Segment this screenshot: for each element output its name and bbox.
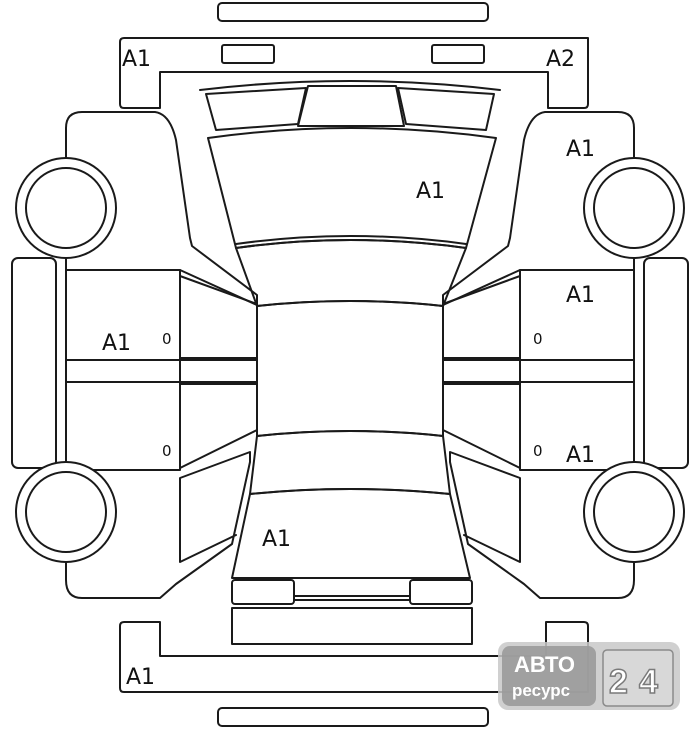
right-step-panel <box>643 257 689 469</box>
left-rear-fender <box>65 451 251 599</box>
right-tail-lamp <box>409 579 473 605</box>
left-door-frame <box>65 269 181 471</box>
code-front-bumper-left: A1 <box>122 47 151 72</box>
grille-center <box>297 85 405 127</box>
right-rear-fender <box>449 451 635 599</box>
mark-right-front-door: 0 <box>533 330 543 348</box>
watermark-digit1: 2 <box>609 663 628 701</box>
rear-panel <box>231 607 473 645</box>
right-sill-line <box>442 359 635 383</box>
code-right-front-door: A1 <box>566 283 595 308</box>
avtoresurs-watermark: АВТО ресурс 2 4 <box>498 642 680 710</box>
right-front-wheel <box>583 157 685 259</box>
rear-trim-line <box>293 595 411 601</box>
watermark-digit2: 4 <box>639 663 658 701</box>
hood-panel <box>207 127 497 249</box>
code-rear-bumper: A1 <box>126 665 155 690</box>
front-bumper-right-slot <box>431 44 485 64</box>
code-front-bumper-right: A2 <box>546 47 575 72</box>
code-left-doors: A1 <box>102 331 131 356</box>
right-headlight <box>397 87 495 131</box>
rear-window <box>249 430 451 495</box>
roof <box>256 300 444 437</box>
front-bar-strip <box>217 2 489 22</box>
front-bumper <box>119 37 589 109</box>
trunk-lid <box>231 488 471 579</box>
right-door-frame <box>519 269 635 471</box>
windshield <box>235 239 467 307</box>
front-bumper-left-slot <box>221 44 275 64</box>
code-hood: A1 <box>416 179 445 204</box>
left-rear-wheel <box>15 461 117 563</box>
mark-left-rear-door: 0 <box>162 442 172 460</box>
right-rear-wheel <box>583 461 685 563</box>
left-headlight <box>205 87 307 131</box>
right-door-window-rear <box>442 383 521 469</box>
watermark-line1: АВТО <box>514 652 575 677</box>
left-front-wheel <box>15 157 117 259</box>
left-tail-lamp <box>231 579 295 605</box>
mark-left-front-door: 0 <box>162 330 172 348</box>
code-right-rear-door: A1 <box>566 443 595 468</box>
mark-right-rear-door: 0 <box>533 442 543 460</box>
hood-rear-edge <box>235 235 467 245</box>
left-step-panel <box>11 257 57 469</box>
watermark-line2: ресурс <box>512 681 570 700</box>
rear-bar-strip <box>217 707 489 727</box>
code-trunk: A1 <box>262 527 291 552</box>
rear-bumper <box>119 621 589 693</box>
left-door-window-rear <box>179 383 258 469</box>
front-grille <box>199 80 501 91</box>
left-sill-line <box>65 359 258 383</box>
code-right-front-fender: A1 <box>566 137 595 162</box>
